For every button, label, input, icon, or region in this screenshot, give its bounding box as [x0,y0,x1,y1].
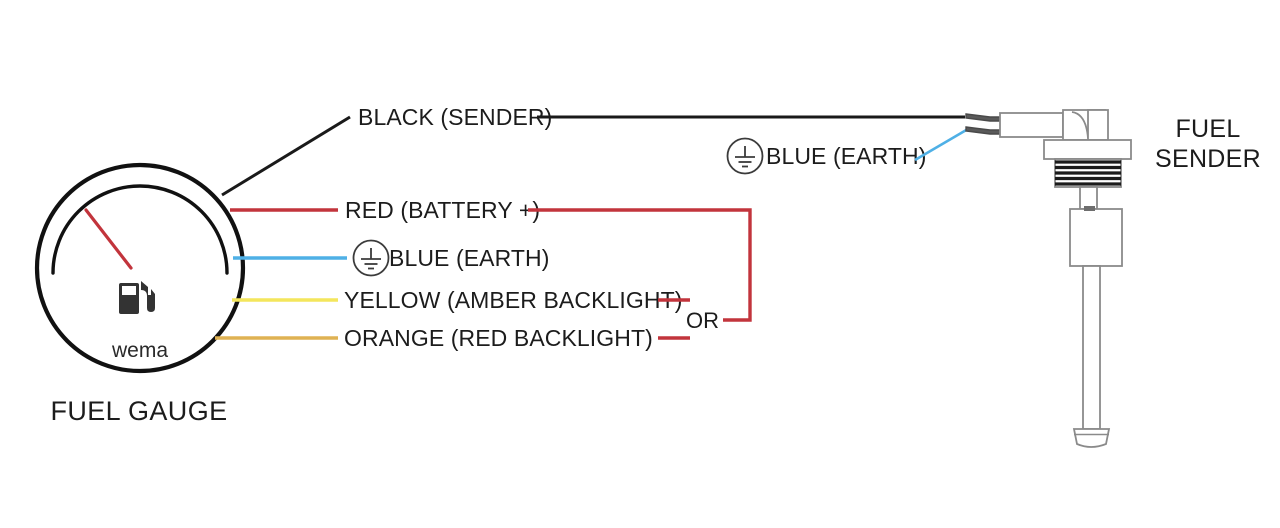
gauge-needle [84,208,133,270]
earth-ground-symbol [352,239,390,277]
red-battery-wire-run [528,208,752,322]
sender-crimp-terminals [965,113,1003,135]
sender-flange-plate [1043,139,1132,160]
sender-earth-label: BLUE (EARTH) [766,143,927,169]
sender-thread-section [1054,158,1122,188]
sender-head-block [1087,109,1109,141]
sender-earth-callout: BLUE (EARTH) [726,127,969,175]
sender-body-tab [1084,206,1095,211]
gauge-caption: FUEL GAUGE [50,396,227,426]
sender-earth-leader-line [914,127,969,162]
gauge-bezel-outer [34,162,246,374]
sender-probe-cap [1072,428,1111,448]
yellow-backlight-wire-group: YELLOW (AMBER BACKLIGHT) [232,287,690,313]
fuel-gauge-assembly: wema FUEL GAUGE [34,162,246,426]
fuel-pump-icon [119,281,155,314]
sender-probe-tube [1082,265,1101,430]
fuel-sender-caption-line2: SENDER [1155,145,1261,173]
red-battery-wire-label: RED (BATTERY +) [345,197,540,223]
black-sender-leader-line [221,115,351,197]
orange-backlight-wire-label: ORANGE (RED BACKLIGHT) [344,325,653,351]
blue-earth-wire-label: BLUE (EARTH) [389,245,550,271]
earth-ground-symbol [726,137,764,175]
or-junction-label: OR [686,308,719,333]
black-sender-wire-group: BLACK (SENDER) [221,104,965,197]
red-battery-wire-group: RED (BATTERY +) [230,197,752,322]
fuel-sender-assembly [965,109,1132,448]
sender-body-box [1069,208,1123,267]
gauge-brand-label: wema [111,339,168,362]
fuel-sender-caption-line1: FUEL [1175,115,1240,143]
gauge-dial-arc [51,184,229,275]
fuel-sender-caption: FUEL SENDER [1155,115,1261,173]
sender-upper-stem [1079,186,1098,210]
blue-earth-wire-group: BLUE (EARTH) [233,239,550,277]
yellow-backlight-wire-label: YELLOW (AMBER BACKLIGHT) [344,287,683,313]
sender-cable-gland [999,112,1064,138]
black-sender-wire-label: BLACK (SENDER) [358,104,552,130]
orange-backlight-wire-group: ORANGE (RED BACKLIGHT) [215,325,690,351]
